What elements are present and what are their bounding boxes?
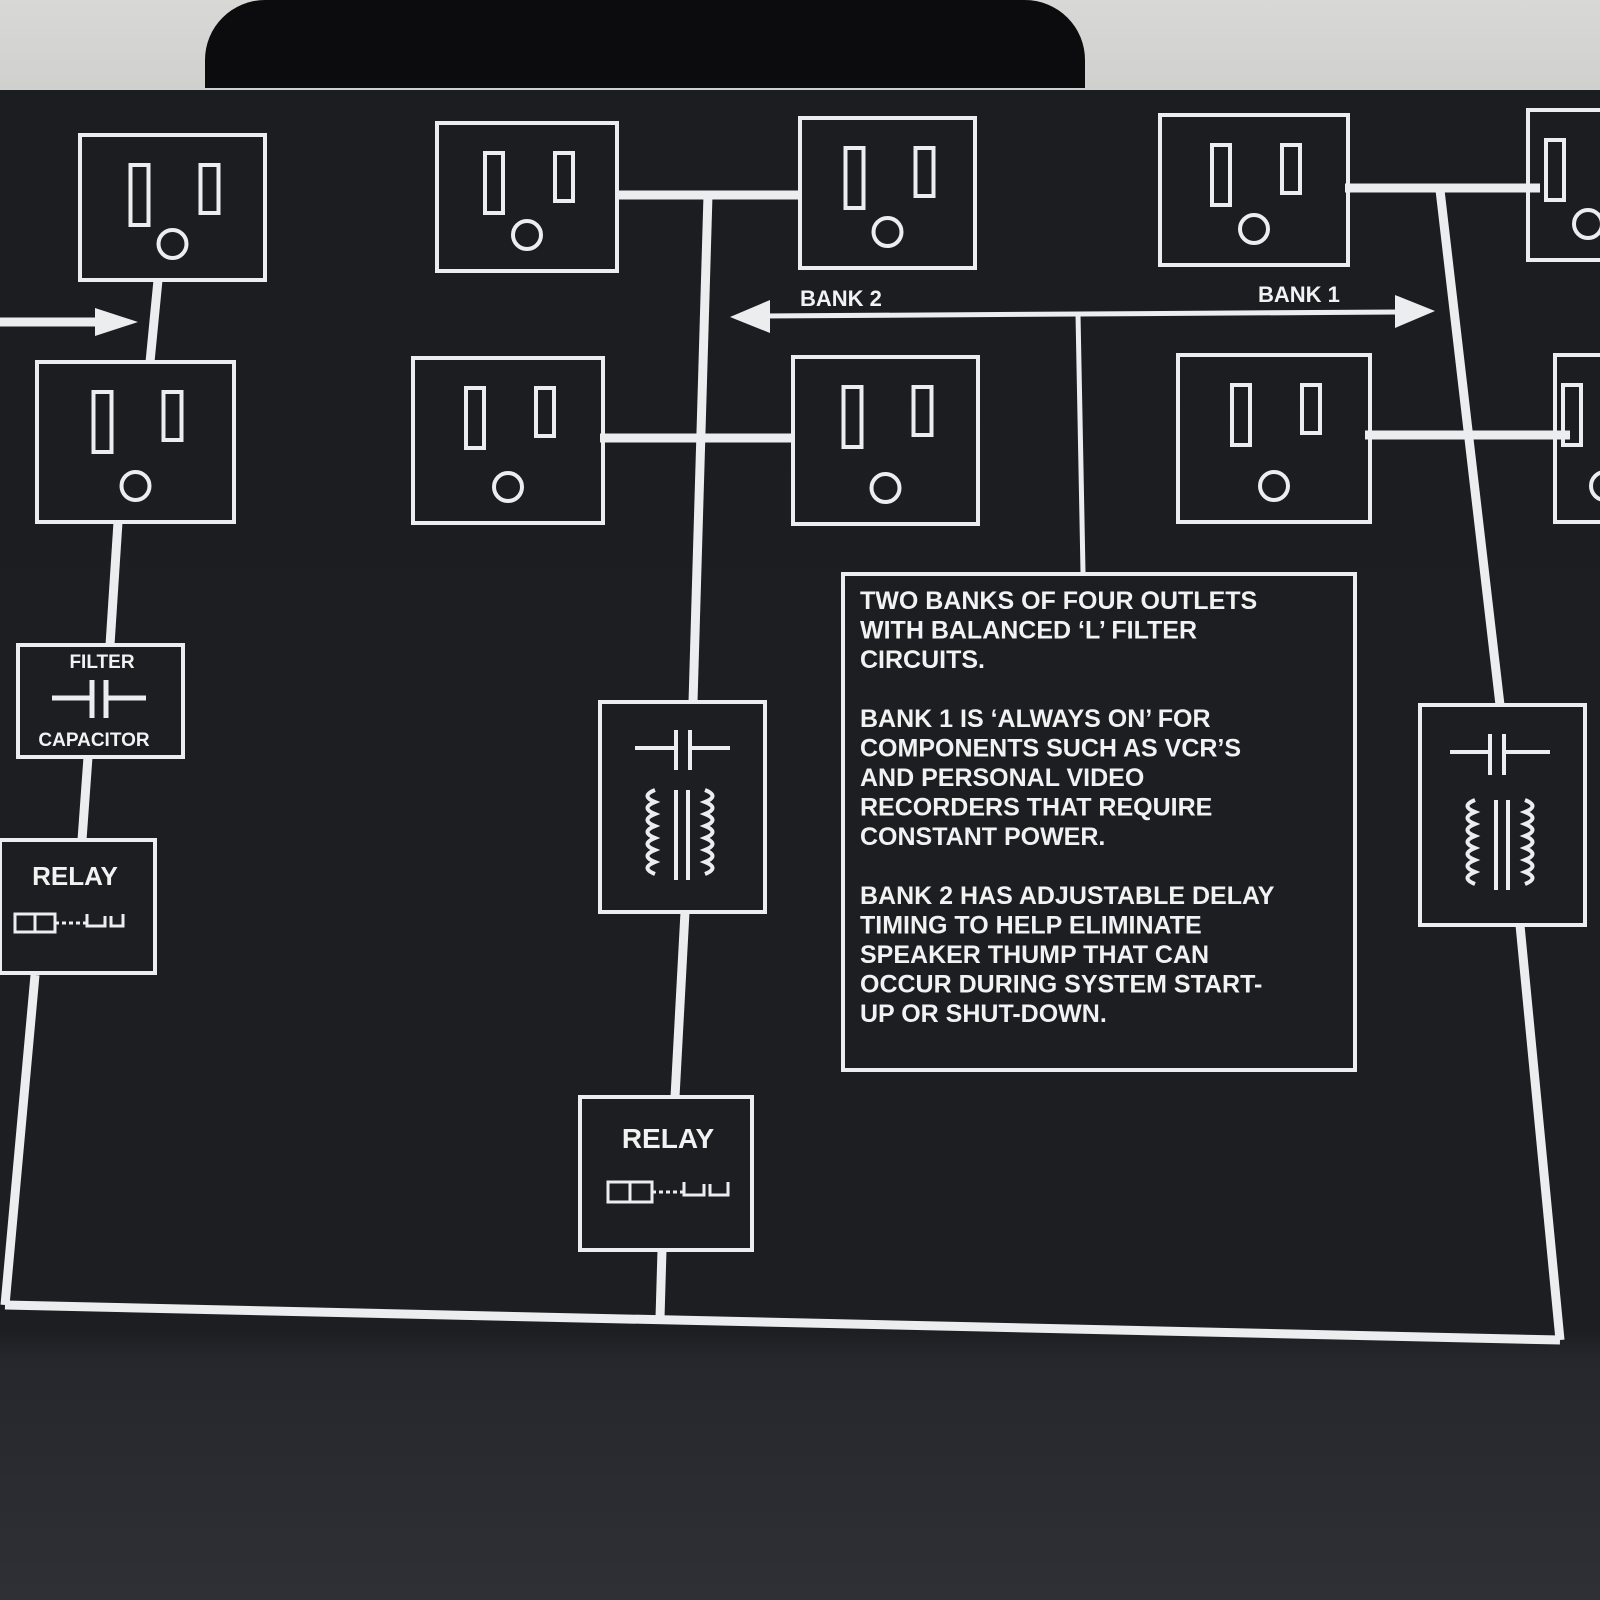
outlet-icon [78,133,267,282]
description-line: CONSTANT POWER. [860,823,1105,851]
relay-icon [13,912,125,934]
outlet-icon [1158,113,1350,267]
outlet-icon [435,121,619,273]
description-line: RECORDERS THAT REQUIRE [860,794,1212,822]
description-line: COMPONENTS SUCH AS VCR’S [860,735,1241,763]
bank-arrow [730,295,1435,573]
description-line: WITH BALANCED ‘L’ FILTER [860,617,1197,645]
description-line: TWO BANKS OF FOUR OUTLETS [860,587,1257,615]
arrow-icon [95,308,138,336]
capacitor-icon [635,730,730,770]
description-line: BANK 1 IS ‘ALWAYS ON’ FOR [860,705,1211,733]
relay-label: RELAY [32,861,118,891]
filter-inductor-box-center [598,700,767,914]
outlet-icon [1526,108,1600,262]
description-line: UP OR SHUT-DOWN. [860,1000,1107,1028]
relay-label: RELAY [622,1123,715,1154]
relay-icon [606,1180,730,1204]
capacitor-label: CAPACITOR [38,730,149,751]
outlets [35,108,1600,526]
bank2-label: BANK 2 [800,286,882,311]
inductor-icon [645,788,715,880]
outlet-icon [411,356,605,525]
outlet-icon [1176,353,1372,524]
relay-box-left: RELAY [0,838,157,975]
relay-box-center: RELAY [578,1095,754,1252]
arrow-right-icon [1395,295,1435,328]
description-line: AND PERSONAL VIDEO [860,764,1144,792]
inductor-icon [1465,798,1535,890]
description-line: CIRCUITS. [860,646,985,674]
description-line: OCCUR DURING SYSTEM START- [860,971,1262,999]
wires [0,183,1570,1345]
filter-label: FILTER [69,652,134,673]
outlet-icon [1553,353,1600,524]
description-line: SPEAKER THUMP THAT CAN [860,941,1209,969]
outlet-icon [35,360,236,524]
outlet-icon [798,116,977,270]
outlet-icon [791,355,980,526]
dark-cloth [205,0,1085,88]
arrow-left-icon [730,300,770,333]
capacitor-icon [52,680,146,718]
description-line: TIMING TO HELP ELIMINATE [860,912,1202,940]
description-line: BANK 2 HAS ADJUSTABLE DELAY [860,882,1275,910]
filter-inductor-box-right [1418,703,1587,927]
capacitor-icon [1450,734,1550,775]
bank1-label: BANK 1 [1258,282,1340,307]
filter-capacitor-box: FILTER CAPACITOR [16,643,185,759]
